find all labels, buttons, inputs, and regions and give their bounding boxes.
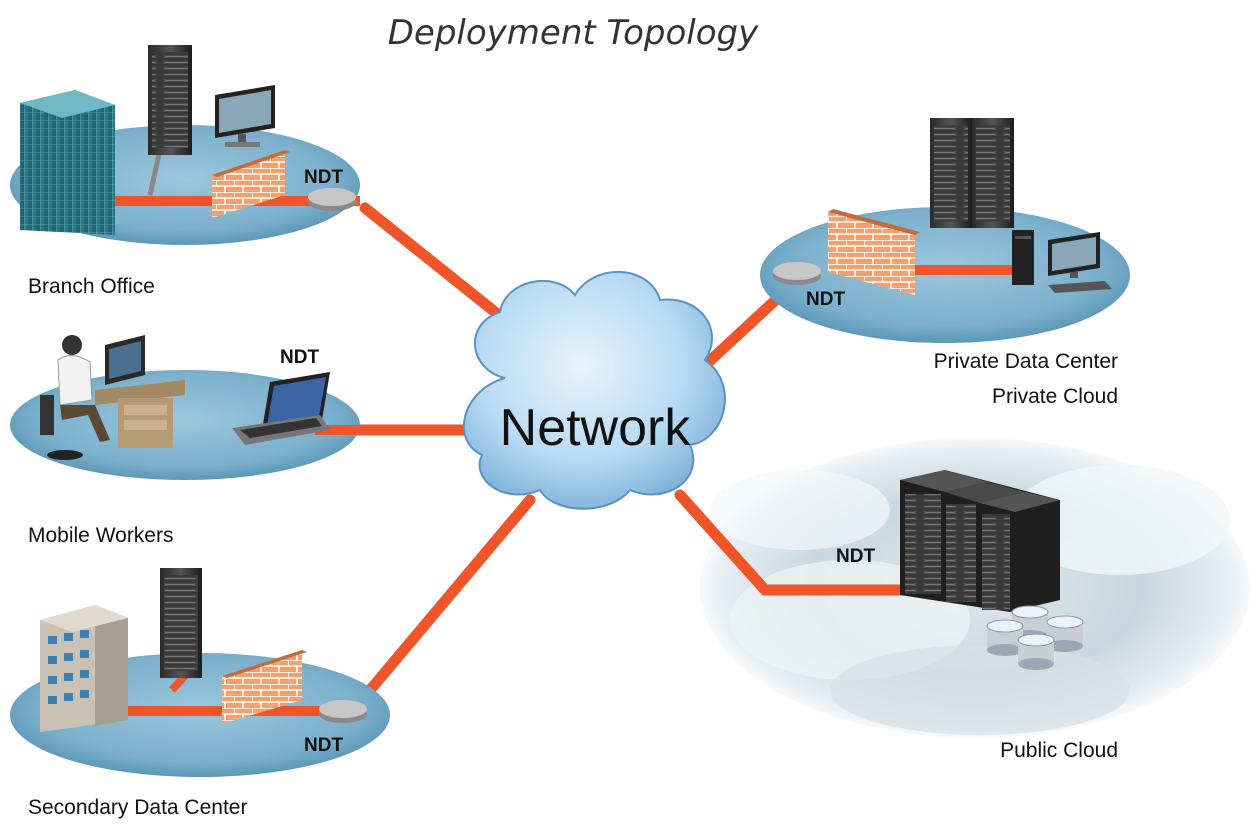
public-cloud-site: NDT Public Cloud <box>836 470 1118 762</box>
office-tower-icon <box>20 90 115 235</box>
network-hub: Network <box>462 271 726 510</box>
network-links <box>309 202 931 708</box>
firewall-icon <box>828 209 920 295</box>
link-secondary <box>354 494 536 708</box>
firewall-icon <box>212 150 290 218</box>
router-icon <box>773 262 821 285</box>
ndt-label-branch: NDT <box>304 167 343 188</box>
ndt-label-secondary: NDT <box>304 735 343 756</box>
private-data-center-site: NDT Private Data Center Private Cloud <box>760 118 1130 408</box>
building-icon <box>40 605 128 732</box>
mobile-workers-label: Mobile Workers <box>28 524 173 547</box>
ndt-label-mobile: NDT <box>280 347 319 368</box>
desktop-pc-icon <box>1012 230 1112 293</box>
server-rack-icon <box>160 568 202 678</box>
link-public <box>674 489 931 596</box>
secondary-data-center-label: Secondary Data Center <box>28 796 247 819</box>
monitor-icon <box>215 85 275 147</box>
ndt-label-private: NDT <box>806 289 845 310</box>
server-rack-icon <box>148 45 192 155</box>
database-icon <box>986 605 1084 670</box>
ndt-label-public: NDT <box>836 546 875 567</box>
router-icon <box>319 700 367 723</box>
server-rack-icon <box>900 470 1060 612</box>
server-rack-icon <box>930 118 1014 228</box>
firewall-icon <box>222 650 307 724</box>
private-cloud-label: Private Cloud <box>992 385 1118 408</box>
secondary-data-center-site: NDT Secondary Data Center <box>10 568 390 819</box>
public-cloud-label: Public Cloud <box>1000 739 1118 762</box>
router-icon <box>308 188 356 211</box>
branch-office-site: NDT Branch Office <box>10 45 360 298</box>
branch-office-label: Branch Office <box>28 275 155 298</box>
cloud-icon <box>462 271 726 510</box>
laptop-icon <box>232 372 330 445</box>
mobile-workers-site: NDT Mobile Workers <box>10 335 360 547</box>
worker-desk-icon <box>40 335 185 460</box>
diagram-title: Deployment Topology <box>388 13 759 53</box>
private-data-center-label: Private Data Center <box>934 350 1118 373</box>
network-label: Network <box>500 399 692 457</box>
